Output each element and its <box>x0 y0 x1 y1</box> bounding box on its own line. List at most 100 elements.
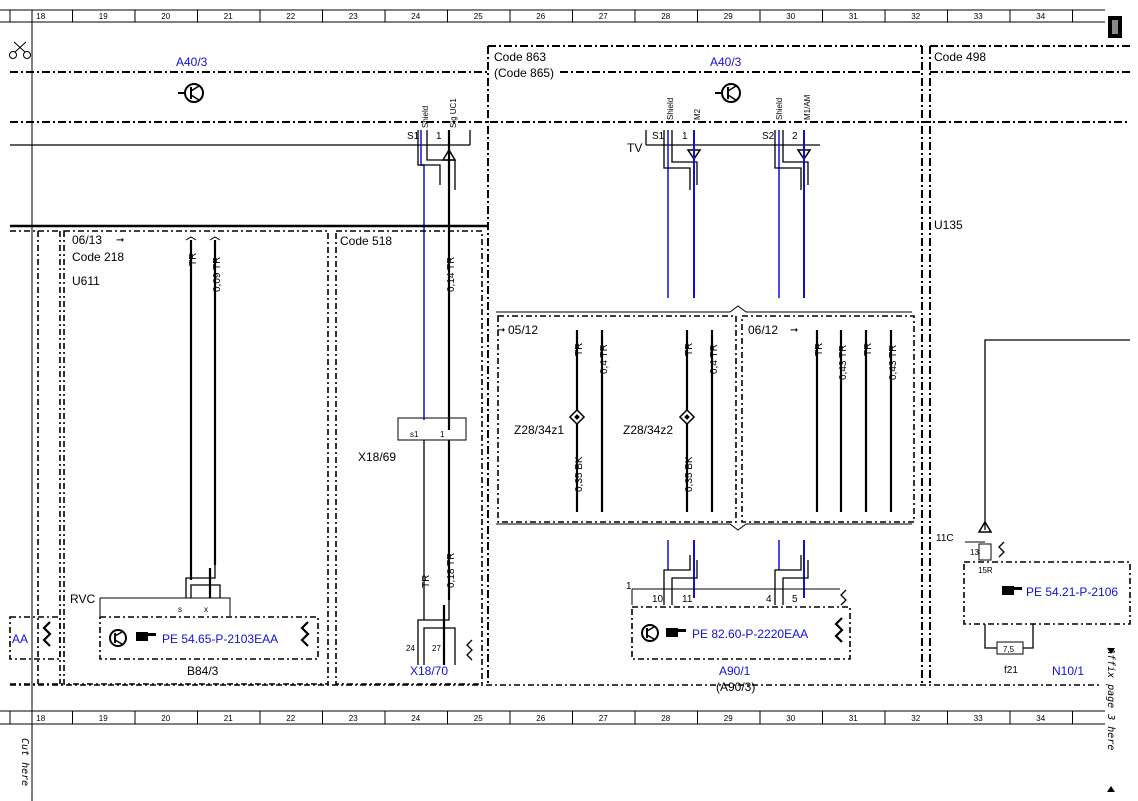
scissors-icon <box>9 41 31 59</box>
wire-tr-0612c: TR <box>863 343 874 356</box>
wire-04tr-d: 0,4 TR <box>709 344 720 374</box>
pin-24-label: 24 <box>406 644 415 653</box>
m1am-label: M1/AM <box>803 94 812 120</box>
splice-z2-label: Z28/34z2 <box>623 423 673 437</box>
pointing-hand-icon[interactable] <box>1002 586 1022 595</box>
wire-tr-0612a: TR <box>814 343 825 356</box>
ruler-number: 20 <box>161 12 170 21</box>
ruler-number: 21 <box>224 714 233 723</box>
pin-s1-x1869: s1 <box>410 430 419 439</box>
bk2-label: 0,35 BK <box>684 456 695 492</box>
ruler-number: 25 <box>474 12 483 21</box>
x1870-label[interactable]: X18/70 <box>410 664 448 678</box>
affix-note-text: Affix page 3 here <box>1105 647 1116 750</box>
ruler-number: 31 <box>849 714 858 723</box>
box-0612 <box>741 315 915 523</box>
shield2-label: Shield <box>775 98 784 120</box>
prev-ref-link[interactable]: AA <box>12 632 28 646</box>
control-unit-icon <box>109 629 127 647</box>
svg-text:➞: ➞ <box>497 325 505 336</box>
date-0612-label: 06/12 <box>748 323 778 337</box>
svg-text:➞: ➞ <box>790 325 798 336</box>
a90-label[interactable]: A90/1 <box>719 664 751 678</box>
u611-label: U611 <box>72 274 100 288</box>
wire-014tr-label: 0,14 TR <box>446 257 457 292</box>
cut-here-text: Cut here <box>19 738 30 786</box>
x1869-connector <box>397 417 467 441</box>
ruler-number: 32 <box>911 12 920 21</box>
affix-arrow-top <box>1107 648 1115 654</box>
n10-ref-box <box>963 561 1131 625</box>
u135-label: U135 <box>934 218 963 232</box>
rvc-label: RVC <box>70 592 95 606</box>
ruler-number: 23 <box>349 12 358 21</box>
m2-label: M2 <box>693 108 702 120</box>
ruler-number: 27 <box>599 12 608 21</box>
b84-ref-link[interactable]: PE 54.65-P-2103EAA <box>162 632 278 646</box>
ruler-number: 32 <box>911 714 920 723</box>
pin-1-mid: 1 <box>682 131 688 142</box>
ruler-number: 27 <box>599 714 608 723</box>
sig-label: Sig UC1 <box>449 98 458 128</box>
ruler-number: 34 <box>1036 714 1045 723</box>
b84-ref-box <box>99 616 319 660</box>
n10-ref-link[interactable]: PE 54.21-P-2106 <box>1026 585 1118 599</box>
pin-13-label: 13 <box>970 548 979 557</box>
control-unit-icon <box>715 83 741 103</box>
date-0512-label: 05/12 <box>508 323 538 337</box>
pin-s1-mid: S1 <box>652 131 665 142</box>
ruler-number: 28 <box>661 714 670 723</box>
wire-018tr: 0,18 TR <box>446 553 457 588</box>
shield-label: Shield <box>421 106 430 128</box>
shield-wire-left <box>420 130 425 420</box>
code518-box <box>335 230 483 685</box>
code863-label: Code 863 <box>494 50 546 64</box>
wire-tr-x18: TR <box>421 575 432 588</box>
ruler-number: 33 <box>974 12 983 21</box>
code865-label: (Code 865) <box>494 66 554 80</box>
control-unit-icon <box>641 624 659 642</box>
date-arrow: ➞ <box>116 235 124 246</box>
n10-label[interactable]: N10/1 <box>1052 664 1084 678</box>
control-unit-icon <box>178 83 204 103</box>
pin-11-label: 11 <box>682 594 693 605</box>
pin-1-a90: 1 <box>626 581 632 592</box>
affix-arrow-bottom <box>1107 786 1115 792</box>
splice-z1-label: Z28/34z1 <box>514 423 564 437</box>
group-brace <box>496 305 912 313</box>
ruler-number: 25 <box>474 714 483 723</box>
ruler-number: 19 <box>99 12 108 21</box>
ruler-number: 19 <box>99 714 108 723</box>
pin-1-label: 1 <box>436 131 442 142</box>
ruler-number: 22 <box>286 714 295 723</box>
code218-label: Code 218 <box>72 250 124 264</box>
ruler-number: 26 <box>536 714 545 723</box>
wire-009tr-label: 0,09 TR <box>212 257 223 292</box>
fuse-value-label: 7,5 <box>1003 645 1015 654</box>
fuse-f21 <box>996 641 1024 655</box>
pin-27-label: 27 <box>432 644 441 653</box>
splice-icon <box>568 408 586 426</box>
pointing-hand-icon[interactable] <box>136 632 156 641</box>
splice-icon <box>678 408 696 426</box>
wire-04tr-b: 0,4 TR <box>599 344 610 374</box>
pin-2-mid: 2 <box>792 131 798 142</box>
ruler-number: 33 <box>974 714 983 723</box>
pin-5-label: 5 <box>792 594 798 605</box>
ruler-number: 21 <box>224 12 233 21</box>
tv-label: TV <box>627 141 642 155</box>
ruler-number: 26 <box>536 12 545 21</box>
pin-4-label: 4 <box>766 594 772 605</box>
x1869-label: X18/69 <box>358 450 396 464</box>
pointing-hand-icon[interactable] <box>666 628 686 637</box>
date-0613-label: 06/13 <box>72 233 102 247</box>
ruler-number: 23 <box>349 714 358 723</box>
a90-ref-link[interactable]: PE 82.60-P-2220EAA <box>692 627 808 641</box>
ruler-number: 24 <box>411 12 420 21</box>
ruler-number: 22 <box>286 12 295 21</box>
pin-x-label: x <box>204 605 208 614</box>
mid-component-label: A40/3 <box>710 55 742 69</box>
b84-label: B84/3 <box>187 664 219 678</box>
